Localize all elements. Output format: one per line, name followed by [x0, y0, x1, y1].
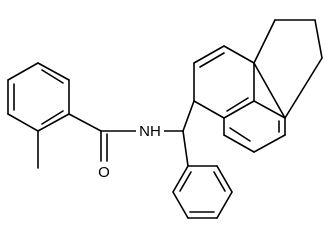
ring-carbonyl-bond: [68, 113, 102, 132]
phenyl-ring: [172, 165, 233, 219]
toluyl-ring: [7, 62, 70, 132]
methine-phenyl-bond: [182, 130, 189, 167]
methine-acenaphthene-bond: [182, 100, 195, 132]
oxygen-label: O: [98, 164, 110, 181]
carbonyl-double-bond: [100, 130, 108, 162]
acenaphthene-ring-a: [193, 45, 255, 119]
nh-label: NH: [139, 123, 161, 140]
ethylene-bridge: [253, 19, 323, 119]
acenaphthene-ring-b: [223, 100, 286, 153]
